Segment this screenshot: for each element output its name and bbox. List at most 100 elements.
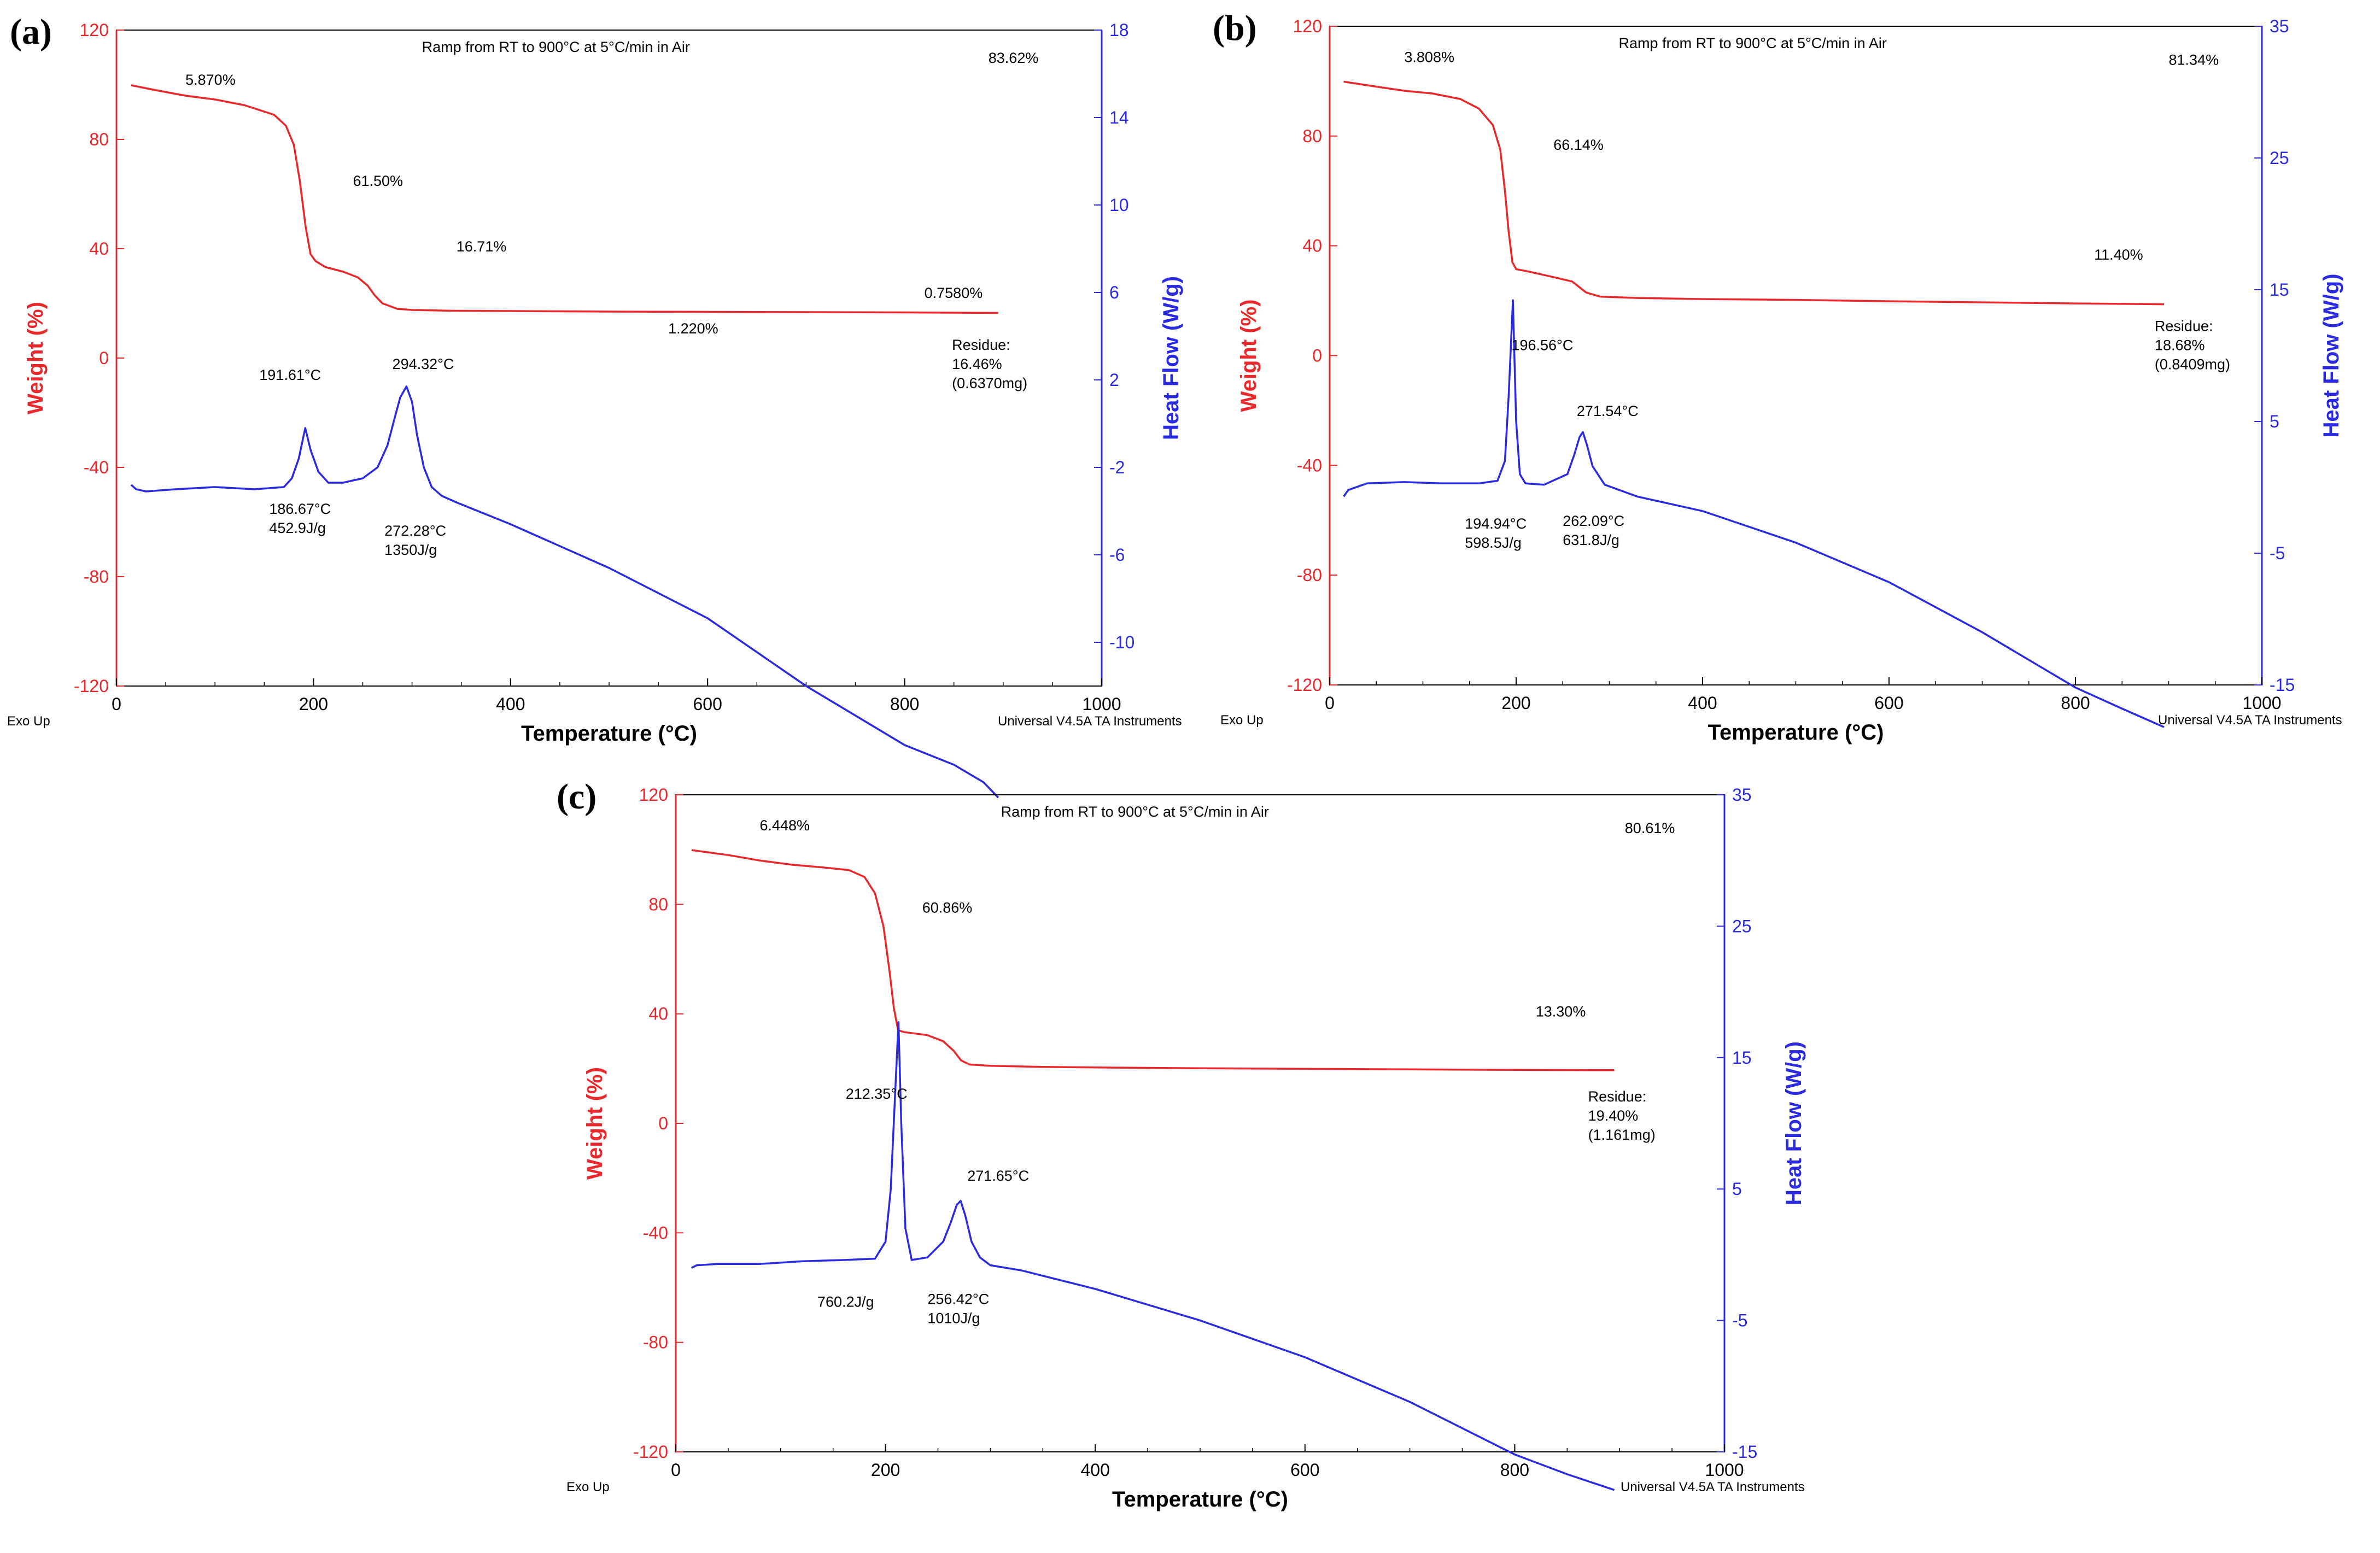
y-right-tick-label: -5: [1732, 1311, 1747, 1331]
y-right-tick-label: 10: [1109, 195, 1129, 215]
y-right-tick-label: 5: [1732, 1179, 1742, 1199]
annotation-label: 1350J/g: [384, 542, 437, 558]
weight-series-line: [691, 849, 1615, 1071]
x-tick-label: 800: [1500, 1460, 1529, 1480]
y-right-tick-label: -5: [2270, 543, 2285, 563]
y-right-axis-label: Heat Flow (W/g): [1159, 276, 1183, 440]
annotation-label: Residue:: [952, 337, 1010, 353]
y-left-tick-label: -120: [633, 1442, 668, 1462]
y-right-tick-label: 18: [1109, 20, 1129, 40]
panel-label: (a): [10, 12, 52, 52]
annotation-label: 16.71%: [457, 238, 507, 255]
annotation-label: (0.8409mg): [2155, 356, 2230, 373]
x-tick-label: 400: [1688, 693, 1717, 713]
y-left-tick-label: 120: [1293, 16, 1322, 36]
y-left-axis-label: Weight (%): [24, 302, 48, 414]
y-left-tick-label: 0: [99, 348, 109, 368]
y-right-tick-label: 25: [1732, 916, 1752, 936]
x-tick-label: 200: [299, 694, 328, 714]
y-right-tick-label: 25: [2270, 148, 2289, 168]
y-left-tick-label: 0: [658, 1114, 668, 1133]
y-left-tick-label: 120: [639, 785, 668, 805]
footer-right: Universal V4.5A TA Instruments: [2158, 713, 2342, 728]
annotation-label: 598.5J/g: [1465, 535, 1522, 551]
x-tick-label: 200: [871, 1460, 900, 1480]
x-tick-label: 0: [112, 694, 121, 714]
y-left-tick-label: -80: [643, 1333, 668, 1352]
annotation-label: 66.14%: [1553, 137, 1604, 153]
annotation-label: 83.62%: [989, 50, 1039, 66]
footer-left: Exo Up: [566, 1480, 610, 1495]
x-axis-label: Temperature (°C): [1708, 720, 1884, 745]
annotation-label: 11.40%: [2094, 247, 2143, 263]
y-right-tick-label: 15: [2270, 280, 2289, 300]
x-axis-label: Temperature (°C): [1112, 1487, 1288, 1511]
y-right-tick-label: -6: [1109, 545, 1125, 565]
annotation-label: 16.46%: [952, 356, 1002, 372]
plot-frame: [675, 794, 1725, 1452]
footer-left: Exo Up: [1220, 713, 1264, 728]
y-right-tick-label: -2: [1109, 458, 1125, 477]
x-tick-label: 1000: [2242, 693, 2281, 713]
footer-right: Universal V4.5A TA Instruments: [998, 714, 1182, 729]
annotation-label: 60.86%: [922, 899, 973, 916]
y-left-tick-label: -120: [74, 676, 109, 696]
annotation-label: 1.220%: [668, 320, 718, 337]
x-tick-label: 600: [1290, 1460, 1319, 1480]
x-tick-label: 400: [1081, 1460, 1110, 1480]
annotation-label: 80.61%: [1625, 820, 1675, 836]
annotation-label: 191.61°C: [259, 367, 321, 383]
annotation-label: 271.65°C: [967, 1168, 1029, 1184]
y-left-tick-label: -40: [1297, 455, 1322, 475]
annotation-label: 1010J/g: [927, 1310, 980, 1327]
y-right-tick-label: 14: [1109, 108, 1129, 127]
y-left-tick-label: -40: [84, 458, 109, 477]
y-right-tick-label: -10: [1109, 632, 1135, 652]
footer-right: Universal V4.5A TA Instruments: [1621, 1480, 1805, 1495]
x-tick-label: 800: [2061, 693, 2090, 713]
footer-left: Exo Up: [7, 714, 50, 729]
y-right-tick-label: 2: [1109, 370, 1119, 390]
y-left-tick-label: 40: [1302, 236, 1322, 256]
annotation-label: 760.2J/g: [817, 1294, 874, 1310]
y-left-tick-label: 40: [89, 239, 109, 259]
heat-flow-series-line: [691, 1021, 1615, 1491]
annotation-label: 81.34%: [2169, 51, 2219, 68]
x-tick-label: 600: [1874, 693, 1903, 713]
y-right-tick-label: -15: [2270, 675, 2295, 695]
annotation-label: 294.32°C: [393, 356, 454, 372]
x-tick-label: 1000: [1082, 694, 1121, 714]
annotation-label: 6.448%: [759, 817, 810, 834]
y-right-tick-label: 35: [2270, 16, 2289, 36]
x-tick-label: 600: [693, 694, 722, 714]
annotation-label: 13.30%: [1536, 1004, 1586, 1020]
annotation-label: 61.50%: [353, 173, 403, 189]
x-tick-label: 0: [671, 1460, 681, 1480]
panel-label: (b): [1213, 8, 1257, 48]
y-right-tick-label: 6: [1109, 283, 1119, 302]
y-left-tick-label: -120: [1287, 675, 1322, 695]
plot-frame: [1329, 26, 2262, 685]
x-tick-label: 1000: [1705, 1460, 1744, 1480]
y-left-tick-label: 0: [1312, 346, 1322, 366]
chart-title: Ramp from RT to 900°C at 5°C/min in Air: [1001, 804, 1269, 820]
y-right-tick-label: 35: [1732, 785, 1752, 805]
annotation-label: 3.808%: [1404, 49, 1454, 65]
x-tick-label: 800: [890, 694, 919, 714]
annotation-label: (1.161mg): [1588, 1127, 1656, 1143]
weight-series-line: [1343, 80, 2165, 306]
y-right-tick-label: -15: [1732, 1442, 1757, 1462]
weight-series-line: [131, 84, 998, 314]
y-left-tick-label: 80: [648, 894, 668, 914]
y-left-tick-label: 80: [1302, 126, 1322, 146]
y-left-tick-label: -80: [1297, 565, 1322, 585]
y-right-axis-label: Heat Flow (W/g): [1782, 1041, 1806, 1205]
heat-flow-series-line: [130, 385, 999, 799]
panel-label: (c): [557, 777, 597, 817]
annotation-label: 271.54°C: [1577, 403, 1639, 419]
